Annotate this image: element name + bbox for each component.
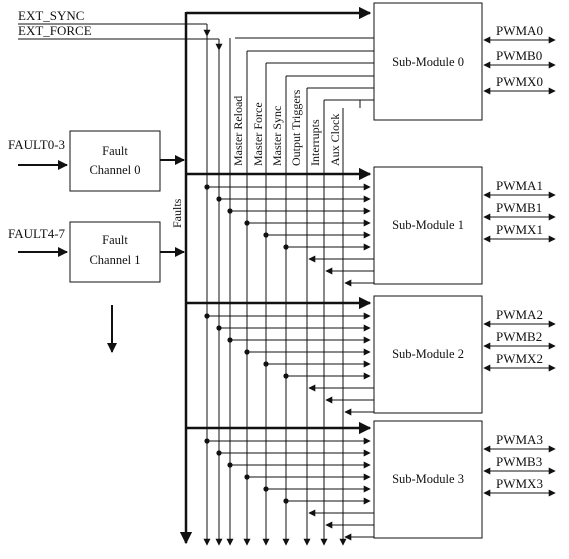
sm3-out-label-1: PWMB3 xyxy=(496,454,542,469)
fault-input-0-label: FAULT0-3 xyxy=(8,137,65,152)
sm3-out-label-0: PWMA3 xyxy=(496,432,543,447)
sm3-out-label-2: PWMX3 xyxy=(496,476,543,491)
fault-input-1-label: FAULT4-7 xyxy=(8,226,66,241)
aux-clock-label: Aux Clock xyxy=(328,114,342,166)
fault-channel-1-line2: Channel 1 xyxy=(89,253,140,267)
sm1-box xyxy=(373,166,483,285)
fault-channel-0-line1: Fault xyxy=(102,144,128,158)
master-force-label: Master Force xyxy=(251,102,265,166)
output-triggers-label: Output Triggers xyxy=(289,89,303,166)
fault-channel-1-box xyxy=(69,221,161,283)
sm2-out-label-0: PWMA2 xyxy=(496,307,543,322)
ext-force-label: EXT_FORCE xyxy=(18,23,92,38)
sm1-out-label-2: PWMX1 xyxy=(496,222,543,237)
sm0-pwmb-label: PWMB0 xyxy=(496,48,542,63)
interrupts-label: Interrupts xyxy=(308,119,322,166)
sm0-pwmx-label: PWMX0 xyxy=(496,74,543,89)
sm2-out-label-2: PWMX2 xyxy=(496,351,543,366)
sm0-pwma-label: PWMA0 xyxy=(496,23,543,38)
ext-sync-label: EXT_SYNC xyxy=(18,8,84,23)
sm1-out-label-1: PWMB1 xyxy=(496,200,542,215)
faults-bus-label: Faults xyxy=(170,198,184,228)
fault-channel-0-box xyxy=(69,130,161,192)
master-sync-label: Master Sync xyxy=(270,106,284,166)
fault-channel-1-line1: Fault xyxy=(102,233,128,247)
sm3-label: Sub-Module 3 xyxy=(392,472,464,486)
sm1-out-label-0: PWMA1 xyxy=(496,178,543,193)
submodule-0-box xyxy=(373,2,483,121)
sm3-box xyxy=(373,420,483,539)
sm1-label: Sub-Module 1 xyxy=(392,218,464,232)
fault-channel-0-line2: Channel 0 xyxy=(89,163,140,177)
submodule-0-label: Sub-Module 0 xyxy=(392,55,464,69)
sm2-label: Sub-Module 2 xyxy=(392,347,464,361)
sm2-out-label-1: PWMB2 xyxy=(496,329,542,344)
sm2-box xyxy=(373,295,483,414)
master-reload-label: Master Reload xyxy=(231,96,245,166)
